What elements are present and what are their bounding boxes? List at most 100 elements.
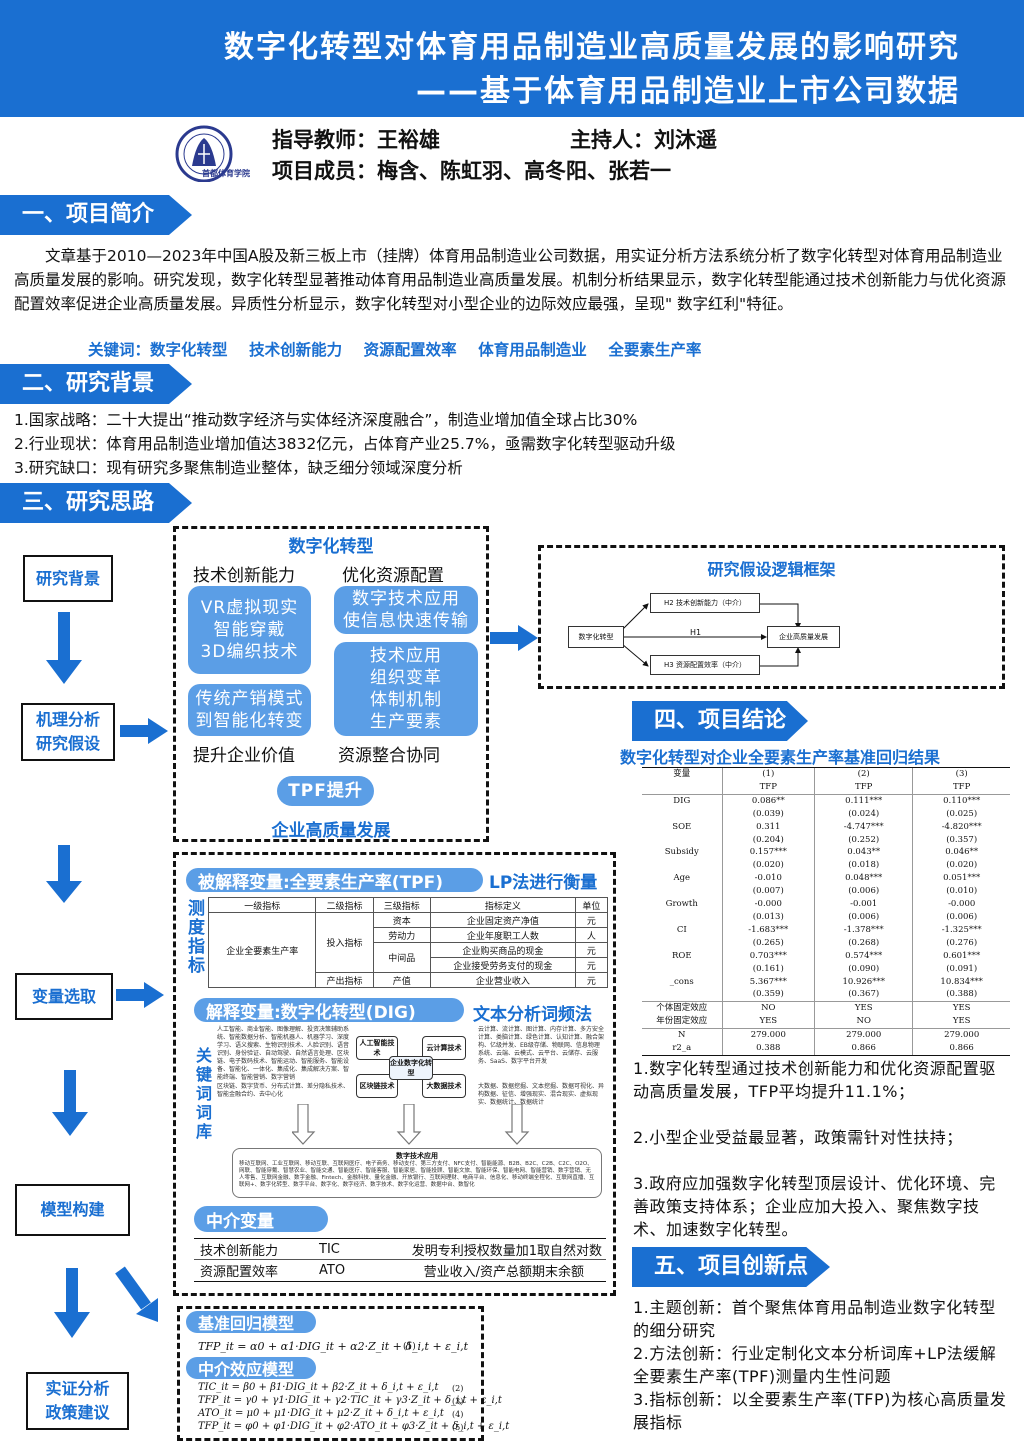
- td: 投入指标: [315, 912, 374, 973]
- lp-method-label: LP法进行衡量: [489, 873, 598, 893]
- cloud-node: 云计算技术: [422, 1036, 466, 1060]
- th: 一级指标: [207, 897, 317, 913]
- equation-1: TFP_it = α0 + α1·DIG_it + α2·Z_it + δ_i,…: [198, 1340, 468, 1353]
- blockchain-node: 区块链技术: [356, 1074, 398, 1098]
- reg-cell: (0.013): [722, 910, 816, 924]
- hyp-h1-label: H1: [690, 628, 702, 637]
- reg-cell: 10.926***: [814, 975, 914, 989]
- eq-number: (3): [452, 1397, 464, 1406]
- reg-cell: (0.020): [722, 859, 816, 873]
- reg-cell: 年份固定效应: [642, 1015, 723, 1029]
- background-item-2: 2.行业现状：体育用品制造业增加值达3832亿元，占体育产业25.7%，亟需数字…: [14, 435, 676, 453]
- reg-cell: YES: [814, 1001, 914, 1016]
- keywords: 关键词：数字化转型 技术创新能力 资源配置效率 体育用品制造业 全要素生产率: [88, 341, 702, 359]
- section-background-heading: 二、研究背景: [0, 364, 192, 404]
- th: 指标定义: [429, 897, 576, 913]
- td: 元: [574, 972, 609, 988]
- flow-step-model: 模型构建: [15, 1184, 130, 1236]
- explained-variable-bar: 被解释变量:全要素生产率(TPF): [186, 868, 483, 893]
- mediator-def: 发明专利授权数量加1取自然对数: [411, 1243, 602, 1259]
- mediator-name: 资源配置效率: [200, 1265, 279, 1280]
- reg-cell: 0.866: [949, 1043, 974, 1054]
- reg-cell: YES: [952, 1016, 971, 1027]
- td: 企业固定资产净值: [429, 912, 576, 928]
- td: 中间品: [372, 942, 431, 973]
- flow-step-background: 研究背景: [23, 555, 113, 602]
- reg-cell: -0.000: [948, 899, 976, 910]
- app-words: 移动互联网、工业互联网、移动互联、互联网医疗、电子商务、移动支付、第三方支付、N…: [239, 1161, 595, 1188]
- equation-5: TFP_it = φ0 + φ1·DIG_it + φ2·ATO_it + φ3…: [198, 1421, 510, 1432]
- down-arrow-icon: [44, 612, 84, 691]
- host: 主持人：刘沐遥: [570, 128, 717, 152]
- hypothesis-box: [538, 545, 1005, 689]
- reg-cell: (0.091): [946, 963, 978, 974]
- mechanism-box: [173, 526, 489, 842]
- org-change-pill: 技术应用 组织变革 体制机制 生产要素: [334, 642, 478, 736]
- reg-cell: -4.820***: [941, 821, 982, 832]
- equation-4: ATO_it = μ0 + μ1·DIG_it + μ2·Z_it + δ_i,…: [198, 1408, 444, 1419]
- reg-cell: [642, 910, 723, 924]
- digital-application-box: 数字技术应用 移动互联网、工业互联网、移动互联、互联网医疗、电子商务、移动支付、…: [232, 1148, 602, 1198]
- reg-cell: (0.020): [946, 860, 978, 871]
- reg-cell: (0.024): [814, 807, 914, 821]
- reg-cell: N: [642, 1028, 723, 1043]
- reg-cell: r2_a: [642, 1042, 723, 1055]
- right-arrow-icon: [120, 716, 170, 750]
- mediation-model-bar: 中介效应模型: [186, 1357, 316, 1379]
- diagonal-arrow-icon: [114, 1264, 164, 1328]
- reg-cell: (0.359): [722, 988, 816, 1002]
- eq-number: (4): [452, 1410, 464, 1419]
- down-outline-arrows-icon: [292, 1104, 530, 1145]
- mechanism-right-heading: 优化资源配置: [342, 566, 444, 586]
- reg-cell: Age: [642, 872, 723, 886]
- reg-cell: 0.043**: [814, 846, 914, 860]
- base-model-bar: 基准回归模型: [186, 1311, 316, 1333]
- tpf-pill: TPF提升: [277, 776, 374, 806]
- reg-cell: [642, 859, 723, 873]
- reg-cell: 279.000: [814, 1028, 914, 1043]
- conclusion-2: 2.小型企业受益最显著，政策需针对性扶持；: [633, 1128, 963, 1147]
- mechanism-title: 数字化转型: [288, 537, 374, 557]
- reg-cell: 0.111***: [814, 794, 914, 808]
- reg-cell: 0.388: [722, 1042, 816, 1055]
- eq-number: (5): [452, 1423, 464, 1432]
- th: 三级指标: [372, 897, 431, 913]
- reg-head: (1): [722, 768, 816, 781]
- equation-1-number: (1): [403, 1342, 416, 1352]
- td: 产值: [372, 972, 431, 988]
- eq-number: (2): [452, 1384, 464, 1393]
- reg-sub: TFP: [722, 780, 816, 795]
- tech-examples-pill: VR虚拟现实 智能穿戴 3D编织技术: [188, 586, 311, 674]
- tfp-index-table: 一级指标二级指标三级指标指标定义单位 企业全要素生产率投入指标资本企业固定资产净…: [207, 897, 609, 988]
- mediator-bar: 中介变量: [194, 1206, 328, 1232]
- reg-cell: 0.601***: [943, 950, 981, 961]
- background-item-3: 3.研究缺口：现有研究多聚焦制造业整体，缺乏细分领域深度分析: [14, 459, 463, 477]
- down-arrow-icon: [44, 845, 84, 909]
- mechanism-bottom: 企业高质量发展: [271, 821, 391, 841]
- td: 元: [574, 912, 609, 928]
- reg-cell: ROE: [642, 949, 723, 963]
- reg-cell: 0.866: [814, 1042, 914, 1055]
- reg-cell: 0.703***: [722, 949, 816, 963]
- reg-cell: -1.378***: [814, 923, 914, 937]
- td: 人: [574, 927, 609, 943]
- bigdata-words: 大数据、数据挖掘、文本挖掘、数据可视化、异构数据、征信、增强现实、混合现实、虚拟…: [478, 1083, 605, 1106]
- advisor: 指导教师：王裕雄: [272, 128, 440, 152]
- transition-pill: 传统产销模式 到智能化转变: [188, 684, 311, 736]
- reg-cell: (0.018): [814, 859, 914, 873]
- conclusion-1: 1.数字化转型通过技术创新能力和优化资源配置驱动高质量发展，TFP平均提升11.…: [633, 1059, 996, 1101]
- poster-header: 数字化转型对体育用品制造业高质量发展的影响研究 ——基于体育用品制造业上市公司数…: [0, 0, 1024, 117]
- reg-cell: -0.001: [814, 898, 914, 911]
- center-node: 企业数字化转型: [389, 1056, 433, 1080]
- reg-cell: Growth: [642, 898, 723, 911]
- reg-cell: 个体固定效应: [642, 1001, 723, 1016]
- reg-cell: 5.367***: [722, 975, 816, 989]
- reg-cell: (0.006): [946, 911, 978, 922]
- hyp-outcome-node: 企业高质量发展: [767, 626, 840, 648]
- mediator-name: 技术创新能力: [200, 1243, 279, 1259]
- td: 元: [574, 942, 609, 958]
- reg-cell: (0.006): [814, 885, 914, 899]
- flow-step-empirical: 实证分析 政策建议: [26, 1372, 129, 1430]
- mechanism-left-footer: 提升企业价值: [193, 746, 295, 766]
- conclusion-3: 3.政府应加强数字化转型顶层设计、优化环境、完善政策支持体系；企业应加大投入、聚…: [633, 1174, 996, 1239]
